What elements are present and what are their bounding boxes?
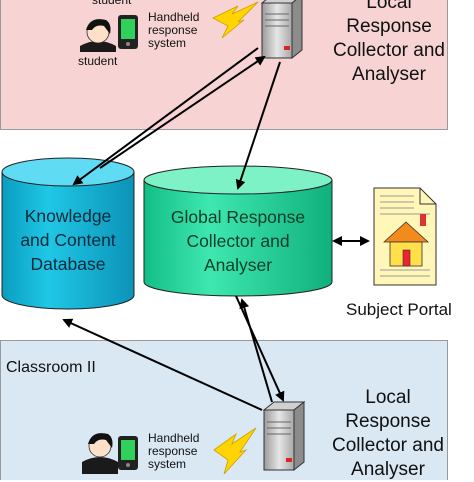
knowledge-database-cylinder [1,157,135,310]
bottom-local-collector-label: Local Response Collector and Analyser [332,387,444,480]
arrow-bottom-server-to-knowledge-db [62,318,263,411]
top-student-label: student [78,54,118,68]
subject-portal-document-icon [373,187,437,286]
lightning-icon-top [212,1,259,39]
knowledge-database-label: Knowledge and Content Database [20,206,116,274]
arrow-global-to-bottom-server [235,295,285,402]
student-icon-bottom [82,433,118,474]
top-handheld-label: Handheld response system [148,10,200,50]
arrow-top-server-to-global [235,61,281,190]
handheld-device-icon-top [118,15,138,49]
bottom-server-icon [262,400,306,472]
lightning-icon-bottom [213,427,257,474]
arrow-top-server-to-knowledge-db [72,47,259,186]
handheld-device-icon-bottom [118,436,138,470]
student-icon-top [80,19,116,52]
classroom-ii-title: Classroom II [6,359,96,376]
subject-portal-label: Subject Portal [346,300,452,319]
top-cut-student-label: student [92,0,132,7]
top-local-collector-label: Local Response Collector and Analyser [333,0,445,85]
arrow-bottom-server-to-global [239,298,273,403]
global-collector-label: Global Response Collector and Analyser [170,207,306,275]
arrow-knowledge-db-to-top-server [99,55,266,169]
bottom-handheld-label: Handheld response system [148,431,200,471]
top-server-icon [260,0,303,60]
